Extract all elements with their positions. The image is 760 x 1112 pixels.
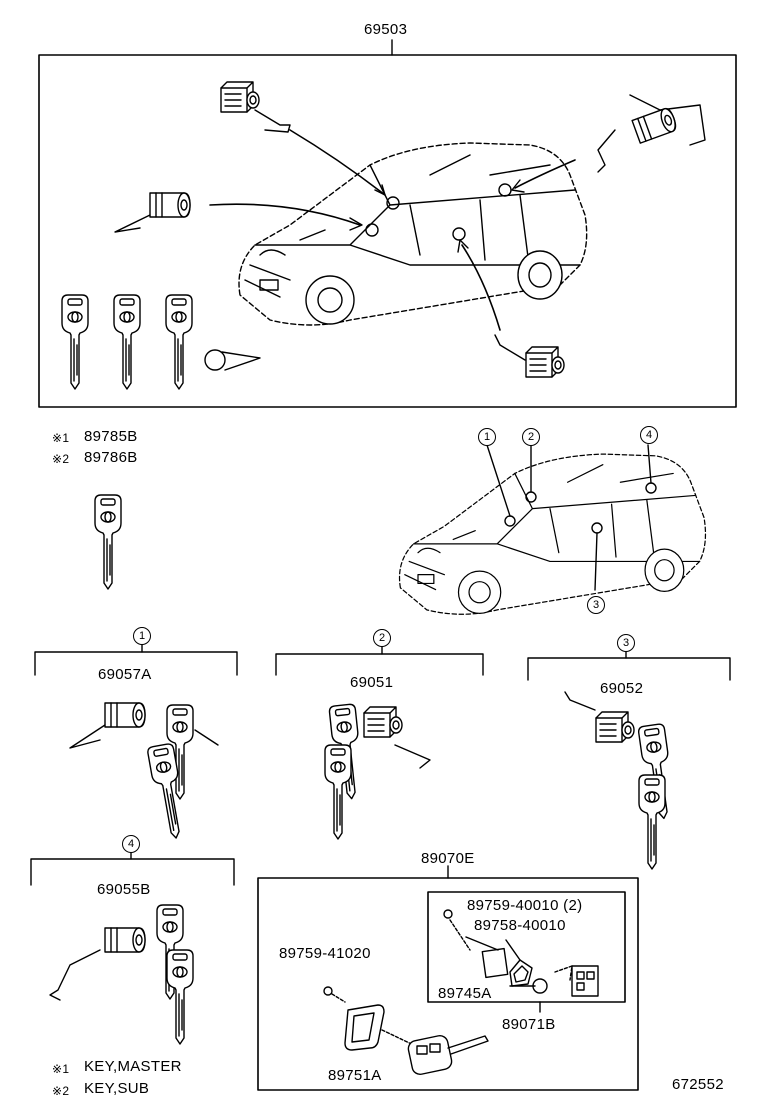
note2-part-number: 89786B: [84, 449, 138, 466]
callout-1-middle-car: 1: [478, 428, 496, 446]
key-g3-b: [638, 774, 666, 870]
key-sub-top-2: [165, 294, 193, 390]
transmitter-screw-part-number: 89759-41020: [279, 945, 371, 962]
ignition-cylinder: [114, 192, 191, 233]
ignition-cylinder-g1: [104, 702, 146, 728]
legend-sub-key: KEY,SUB: [84, 1080, 150, 1097]
callout-group-4: 4: [122, 835, 140, 853]
group4-part-number: 69055B: [97, 881, 151, 898]
callout-3-middle-car: 3: [587, 596, 605, 614]
legend-mark-1: ※1: [52, 1062, 70, 1076]
back-door-lock-cylinder: [597, 94, 706, 173]
lock-body-g3: [595, 711, 635, 743]
screw-89759-41020: [323, 986, 346, 1003]
note1-mark: ※1: [52, 431, 70, 445]
note2-mark: ※2: [52, 452, 70, 466]
callout-group-3: 3: [617, 634, 635, 652]
sub-cover-part-number: 89758-40010: [474, 917, 566, 934]
door-lock-cylinder-top-left: [220, 81, 291, 133]
group3-part-number: 69052: [600, 680, 644, 697]
key-plate-top: [204, 349, 261, 371]
callout-group-1: 1: [133, 627, 151, 645]
transmitter-cover: [344, 1004, 385, 1051]
key-sub-top-1: [113, 294, 141, 390]
group2-part-number: 69051: [350, 674, 394, 691]
key-master-top: [61, 294, 89, 390]
lock-body-g2: [363, 706, 403, 738]
sub-assembly-part-number: 89071B: [502, 1016, 556, 1033]
legend-master-key: KEY,MASTER: [84, 1058, 182, 1075]
callout-4-middle-car: 4: [640, 426, 658, 444]
illustration-number: 672552: [672, 1076, 724, 1093]
screw-part-number: 89759-40010 (2): [467, 897, 583, 914]
key-single: [94, 494, 122, 590]
vehicle-illustration-top: [238, 142, 588, 326]
door-lock-cylinder-bottom: [494, 334, 565, 378]
note1-part-number: 89785B: [84, 428, 138, 445]
callout-group-2: 2: [373, 629, 391, 647]
legend-mark-2: ※2: [52, 1084, 70, 1098]
assembly-part-number: 69503: [364, 21, 408, 38]
transmitter-assembly-number: 89070E: [421, 850, 475, 867]
group1-part-number: 69057A: [98, 666, 152, 683]
vehicle-illustration-middle: [398, 453, 707, 615]
switch-pad: [571, 965, 599, 997]
callout-2-middle-car: 2: [522, 428, 540, 446]
cover-part-number: 89751A: [328, 1067, 382, 1084]
sub-cover: [481, 947, 509, 979]
battery-part-number: 89745A: [438, 985, 492, 1002]
door-lock-cylinder-g4: [104, 927, 146, 953]
transmitter-key: [407, 1035, 489, 1075]
